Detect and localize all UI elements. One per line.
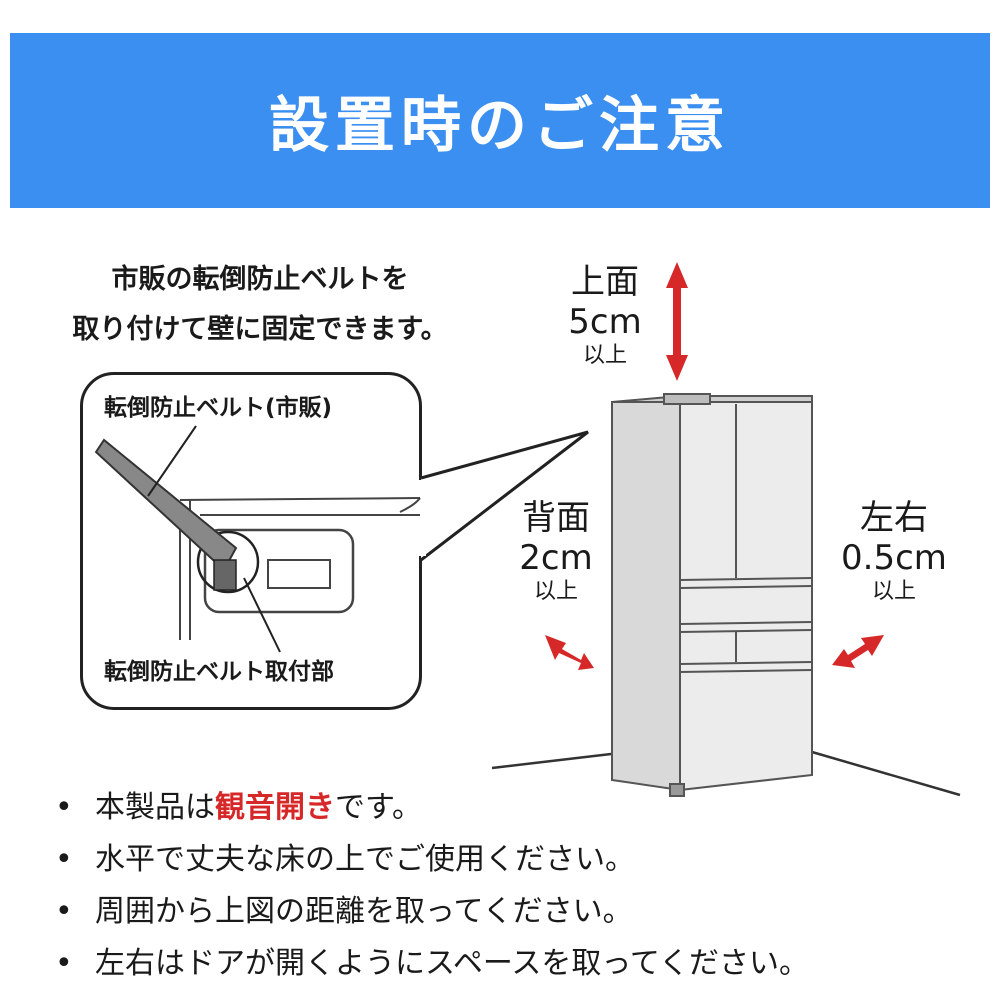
mount-leader-line bbox=[243, 577, 281, 653]
callout-pointer bbox=[420, 430, 589, 562]
belt-label: 転倒防止ベルト(市販) bbox=[104, 395, 333, 421]
list-item: •本製品は観音開きです。 bbox=[55, 782, 975, 834]
bullet-icon: • bbox=[55, 946, 73, 981]
bullet-icon: • bbox=[55, 842, 73, 877]
top-clearance-arrow bbox=[666, 262, 688, 381]
belt-strap-icon bbox=[94, 438, 238, 591]
bullet-icon: • bbox=[55, 894, 73, 929]
intro-line-2: 取り付けて壁に固定できます。 bbox=[72, 314, 448, 345]
floor-lines bbox=[491, 750, 961, 797]
side-clearance-arrow bbox=[832, 635, 884, 668]
back-clearance-arrow bbox=[545, 635, 594, 670]
mount-label: 転倒防止ベルト取付部 bbox=[104, 659, 334, 685]
list-item: •水平で丈夫な床の上でご使用ください。 bbox=[55, 834, 975, 886]
bullet-icon: • bbox=[55, 790, 73, 825]
belt-leader-line bbox=[147, 425, 197, 497]
notes-list: •本製品は観音開きです。 •水平で丈夫な床の上でご使用ください。 •周囲から上図… bbox=[55, 782, 975, 990]
list-item: •左右はドアが開くようにスペースを取ってください。 bbox=[55, 938, 975, 990]
refrigerator-icon bbox=[611, 393, 813, 797]
intro-line-1: 市販の転倒防止ベルトを bbox=[111, 264, 409, 295]
emphasis-text: 観音開き bbox=[215, 790, 335, 825]
page-title: 設置時のご注意 bbox=[269, 91, 731, 161]
top-clearance-label: 上面 5cm 以上 bbox=[568, 262, 642, 368]
list-item: •周囲から上図の距離を取ってください。 bbox=[55, 886, 975, 938]
belt-detail-illustration bbox=[179, 497, 421, 640]
back-clearance-label: 背面 2cm 以上 bbox=[519, 498, 593, 604]
header-banner: 設置時のご注意 bbox=[10, 33, 990, 208]
intro-text: 市販の転倒防止ベルトを 取り付けて壁に固定できます。 bbox=[40, 255, 480, 355]
side-clearance-label: 左右 0.5cm 以上 bbox=[841, 498, 947, 604]
